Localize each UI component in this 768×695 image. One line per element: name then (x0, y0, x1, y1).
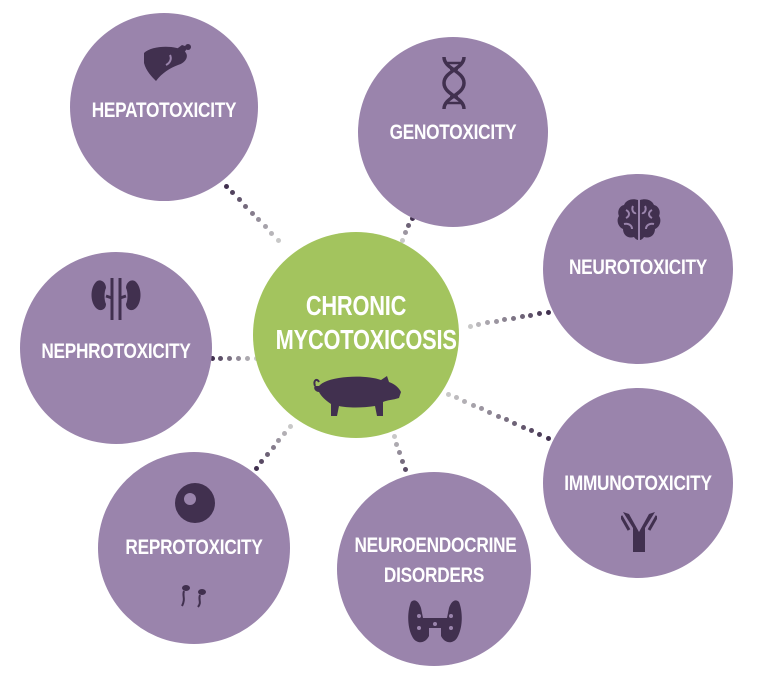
node-genotoxicity: GENOTOXICITY (358, 37, 548, 227)
connector-dot-genotoxicity (406, 222, 412, 228)
connector-dot-hepatotoxicity (269, 230, 274, 236)
center-title-line2: MYCOTOXICOSIS (275, 324, 457, 355)
dna-icon (438, 55, 470, 111)
connector-dot-immunotoxicity (528, 428, 534, 434)
node-reprotoxicity: REPROTOXICITY (98, 452, 290, 644)
connector-dot-reprotoxicity (253, 465, 259, 471)
node-neurotoxicity: NEUROTOXICITY (543, 174, 733, 364)
connector-dot-hepatotoxicity (275, 237, 281, 243)
connector-dot-neuroendocrine (402, 467, 408, 473)
center-node-chronic-mycotoxicosis: CHRONIC MYCOTOXICOSIS (253, 232, 459, 438)
connector-dot-hepatotoxicity (236, 197, 242, 202)
node-label: GENOTOXICITY (389, 121, 517, 144)
connector-dot-reprotoxicity (259, 458, 265, 464)
connector-dot-neurotoxicity (467, 323, 473, 329)
connector-dot-nephrotoxicity (244, 355, 250, 361)
node-label: IMMUNOTOXICITY (564, 472, 712, 495)
connector-dot-hepatotoxicity (262, 224, 268, 229)
connector-dot-immunotoxicity (545, 435, 551, 441)
liver-icon (140, 43, 194, 83)
node-label: REPROTOXICITY (125, 536, 263, 559)
connector-dot-reprotoxicity (287, 423, 293, 429)
connector-dot-neurotoxicity (519, 314, 525, 320)
connector-dot-genotoxicity (399, 237, 405, 243)
connector-dot-reprotoxicity (264, 451, 270, 457)
node-label: NEUROTOXICITY (568, 256, 708, 279)
connector-dot-hepatotoxicity (223, 183, 229, 189)
thyroid-icon (407, 598, 463, 646)
brain-icon (616, 196, 662, 242)
connector-dot-neuroendocrine (397, 450, 403, 456)
connector-dot-immunotoxicity (478, 406, 484, 412)
connector-dot-immunotoxicity (503, 417, 509, 423)
connector-dot-hepatotoxicity (249, 210, 255, 216)
node-immunotoxicity: IMMUNOTOXICITY (543, 388, 733, 578)
connector-dot-immunotoxicity (495, 413, 501, 419)
node-label-line2: DISORDERS (383, 564, 485, 587)
antibody-icon (621, 510, 657, 554)
connector-dot-hepatotoxicity (256, 217, 261, 223)
node-nephrotoxicity: NEPHROTOXICITY (20, 252, 212, 444)
connector-dot-neurotoxicity (528, 312, 534, 318)
node-label: HEPATOTOXICITY (91, 99, 237, 122)
connector-dot-neurotoxicity (536, 311, 542, 317)
kidneys-icon (90, 276, 142, 322)
egg-cell-icon (174, 482, 216, 524)
connector-dot-reprotoxicity (281, 430, 287, 436)
connector-dot-reprotoxicity (276, 437, 282, 443)
connector-dot-neuroendocrine (399, 458, 405, 464)
connector-dot-immunotoxicity (470, 402, 476, 408)
connector-dot-neuroendocrine (391, 433, 397, 439)
connector-dot-immunotoxicity (487, 409, 493, 415)
connector-dot-immunotoxicity (453, 395, 459, 401)
connector-dot-neurotoxicity (510, 315, 516, 321)
connector-dot-hepatotoxicity (230, 190, 235, 196)
node-label: NEUROENDOCRINE (354, 534, 517, 557)
connector-dot-nephrotoxicity (209, 355, 215, 361)
connector-dot-neurotoxicity (484, 320, 490, 326)
connector-dot-nephrotoxicity (235, 355, 241, 361)
connector-dot-genotoxicity (402, 230, 408, 236)
connector-dot-reprotoxicity (270, 444, 276, 450)
center-title-line1: CHRONIC (305, 290, 407, 321)
connector-dot-neuroendocrine (394, 441, 400, 447)
connector-dot-nephrotoxicity (227, 355, 233, 361)
connector-dot-immunotoxicity (462, 398, 468, 404)
connector-dot-neurotoxicity (493, 318, 499, 324)
connector-dot-nephrotoxicity (218, 355, 224, 361)
connector-dot-immunotoxicity (520, 424, 526, 430)
node-neuroendocrine: NEUROENDOCRINE DISORDERS (337, 472, 531, 666)
connector-dot-immunotoxicity (512, 420, 518, 426)
connector-dot-immunotoxicity (445, 391, 451, 397)
connector-dot-hepatotoxicity (243, 203, 248, 209)
connector-dot-neurotoxicity (502, 317, 508, 323)
connector-dot-immunotoxicity (537, 431, 543, 437)
connector-dot-neurotoxicity (476, 321, 482, 327)
sperm-icon (176, 582, 210, 608)
connector-dot-neurotoxicity (545, 309, 551, 315)
pig-icon (313, 370, 403, 418)
node-label: NEPHROTOXICITY (41, 340, 191, 363)
node-hepatotoxicity: HEPATOTOXICITY (70, 13, 258, 201)
